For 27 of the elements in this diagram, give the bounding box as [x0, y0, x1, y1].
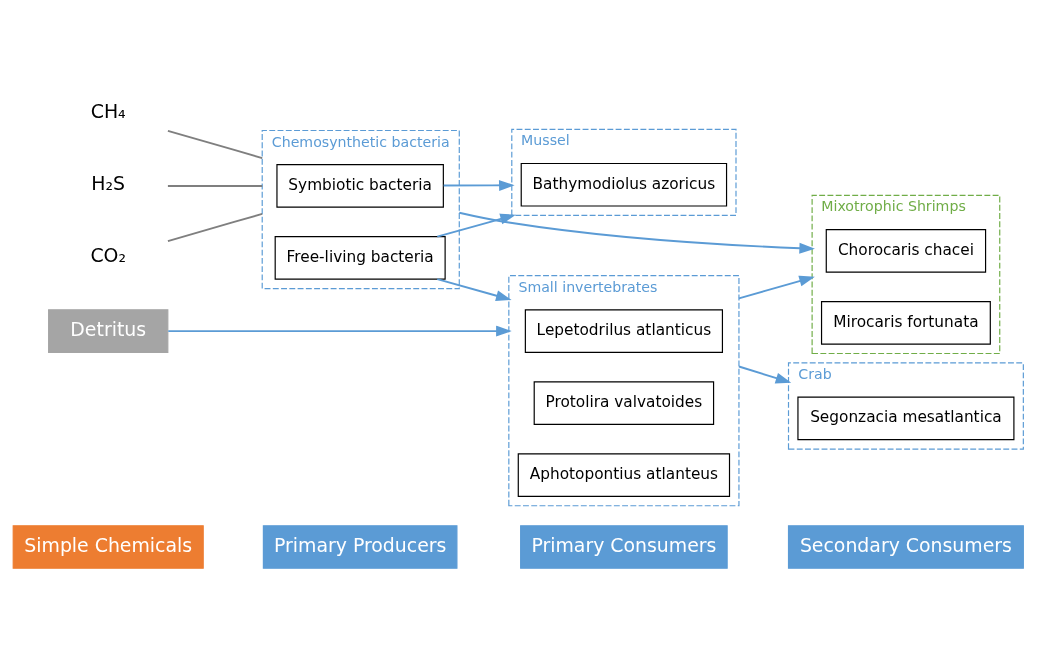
- arrow: [167, 325, 512, 337]
- arrow: [436, 277, 512, 301]
- node-box: Primary Consumers: [520, 524, 728, 569]
- arrow: [442, 179, 515, 191]
- node-box: Lepetodrilus atlanticus: [524, 308, 723, 353]
- node-box: Symbiotic bacteria: [276, 163, 444, 208]
- node-box: Detritus: [48, 308, 169, 353]
- node-box: Simple Chemicals: [12, 524, 204, 569]
- arrow: [458, 211, 815, 254]
- connector: [166, 184, 264, 187]
- arrow: [436, 213, 516, 238]
- node-box: Bathymodiolus azoricus: [520, 162, 728, 207]
- node-box: Primary Producers: [262, 524, 458, 569]
- node-text: H₂S: [91, 171, 126, 194]
- node-text: CO₂: [90, 243, 127, 266]
- node-box: Secondary Consumers: [787, 524, 1024, 569]
- connector: [166, 129, 264, 159]
- node-box: Free-living bacteria: [274, 235, 446, 280]
- node-box: Segonzacia mesatlantica: [797, 396, 1015, 440]
- node-box: Protolira valvatoides: [533, 380, 715, 425]
- node-box: Aphotopontius atlanteus: [517, 452, 731, 497]
- connector: [166, 212, 264, 242]
- node-text: CH₄: [90, 99, 126, 122]
- node-box: Chorocaris chacei: [825, 228, 987, 273]
- arrow: [738, 275, 815, 299]
- arrow: [738, 365, 792, 383]
- node-box: Mirocaris fortunata: [820, 300, 991, 345]
